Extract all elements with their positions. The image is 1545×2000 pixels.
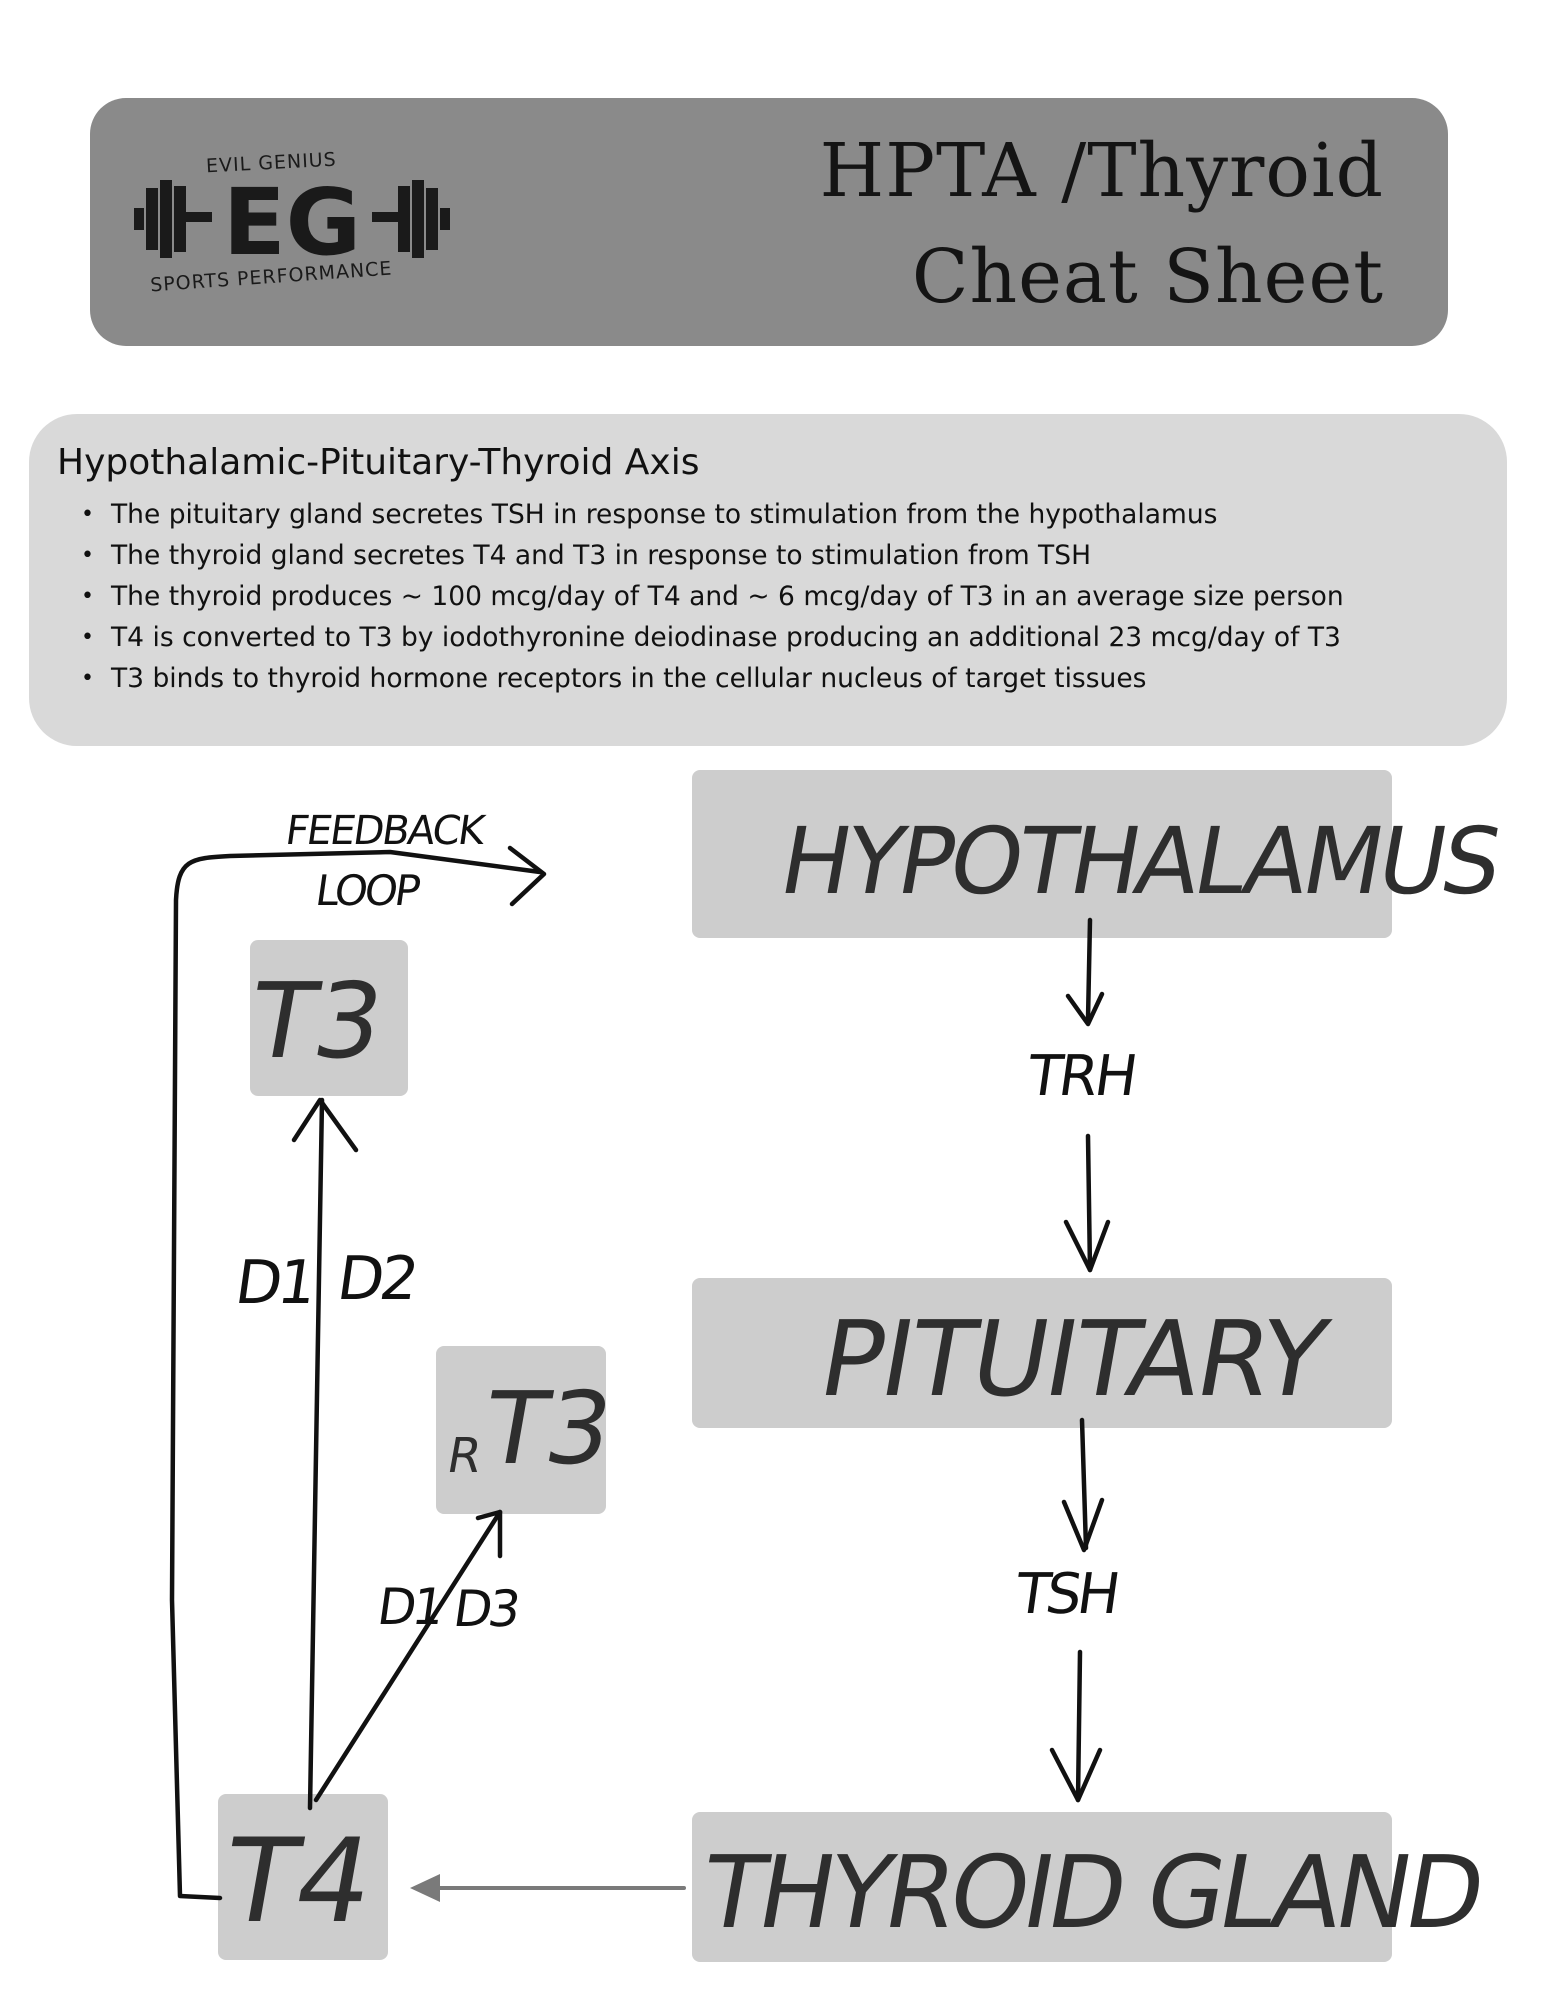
arrow-trh-to-pituitary bbox=[1085, 1133, 1093, 1273]
t4-node: T4 bbox=[214, 1794, 388, 1960]
tsh-label: TSH bbox=[1011, 1562, 1121, 1627]
trh-label: TRH bbox=[1023, 1044, 1139, 1109]
header-banner: EVIL GENIUS EG SPORTS PERFORMANCE HPTA /… bbox=[90, 98, 1448, 346]
axis-info-panel: Hypothalamic-Pituitary-Thyroid Axis The … bbox=[29, 414, 1507, 746]
feedback-loop-line bbox=[169, 849, 543, 1901]
pituitary-node: PITUITARY bbox=[692, 1278, 1392, 1428]
d1-rt3-label: D1 bbox=[373, 1578, 445, 1636]
d2-label: D2 bbox=[333, 1244, 420, 1314]
arrow-head bbox=[410, 1874, 440, 1902]
feedback-label: FEEDBACK bbox=[282, 808, 486, 854]
logo-mark: EG bbox=[223, 172, 361, 272]
bullet-item: The pituitary gland secretes TSH in resp… bbox=[81, 494, 1501, 535]
arrow-tsh-to-thyroid bbox=[1075, 1649, 1083, 1803]
title-line-2: Cheat Sheet bbox=[911, 234, 1384, 320]
loop-label: LOOP bbox=[312, 866, 421, 915]
arrow-head bbox=[1049, 1747, 1103, 1803]
axis-bullet-list: The pituitary gland secretes TSH in resp… bbox=[81, 494, 1501, 699]
barbell-icon: EG bbox=[134, 172, 450, 272]
arrow-head bbox=[507, 845, 547, 907]
title-line-1: HPTA /Thyroid bbox=[819, 128, 1384, 214]
arrow-t4-to-t3 bbox=[307, 1097, 325, 1811]
arrow-hypothalamus-to-trh bbox=[1085, 917, 1093, 1023]
axis-heading: Hypothalamic-Pituitary-Thyroid Axis bbox=[57, 442, 700, 483]
thyroid-gland-node: THYROID GLAND bbox=[692, 1812, 1489, 1962]
d1-label: D1 bbox=[231, 1248, 318, 1318]
arrow-head bbox=[1065, 991, 1105, 1027]
arrow-pituitary-to-tsh bbox=[1079, 1417, 1089, 1551]
arrow-t4-to-rt3 bbox=[313, 1509, 503, 1803]
logo: EVIL GENIUS EG SPORTS PERFORMANCE bbox=[132, 142, 450, 302]
arrow-head bbox=[475, 1509, 503, 1559]
arrow-head bbox=[1063, 1219, 1111, 1273]
rt3-node: R T3 bbox=[436, 1346, 621, 1514]
arrow-head bbox=[291, 1097, 359, 1153]
bullet-item: T3 binds to thyroid hormone receptors in… bbox=[81, 658, 1501, 699]
bullet-item: The thyroid produces ~ 100 mcg/day of T4… bbox=[81, 576, 1501, 617]
bullet-item: The thyroid gland secretes T4 and T3 in … bbox=[81, 535, 1501, 576]
arrow-head bbox=[1061, 1497, 1105, 1553]
bullet-item: T4 is converted to T3 by iodothyronine d… bbox=[81, 617, 1501, 658]
d3-label: D3 bbox=[449, 1580, 521, 1638]
page-title: HPTA /Thyroid Cheat Sheet bbox=[820, 118, 1384, 330]
t3-node: T3 bbox=[241, 940, 408, 1096]
hypothalamus-node: HYPOTHALAMUS bbox=[692, 770, 1506, 938]
